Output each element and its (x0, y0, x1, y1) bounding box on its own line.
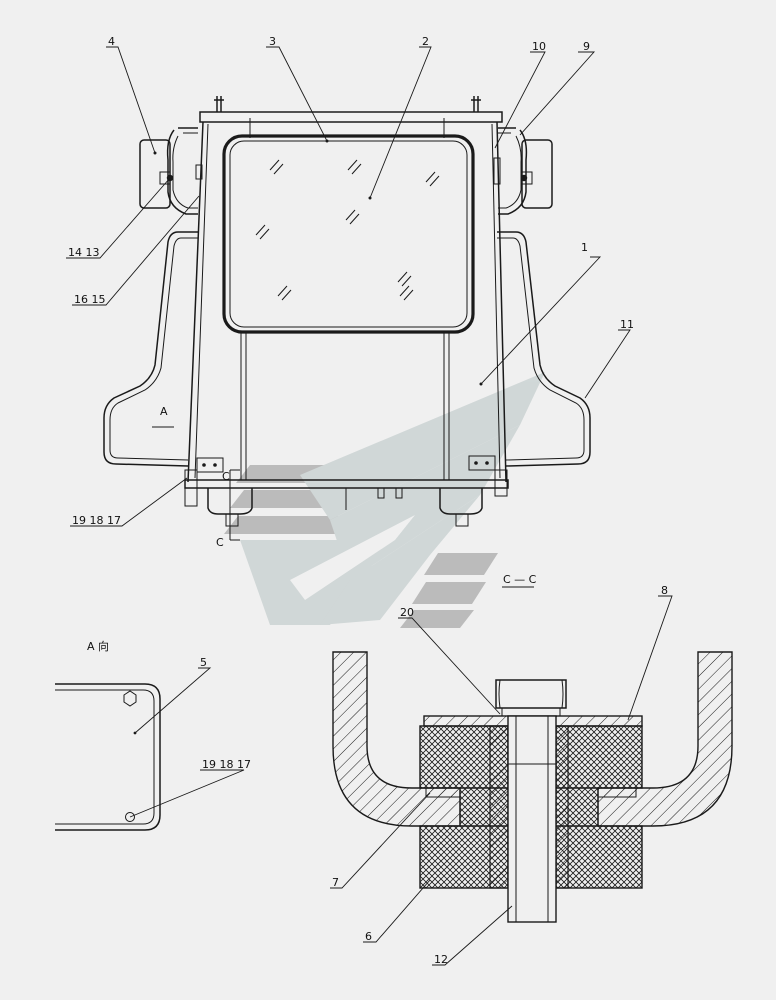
callout-5: 5 (200, 656, 207, 669)
mirrors (139, 127, 553, 215)
cab-front-view (184, 96, 509, 541)
view-a-title: A 向 (87, 639, 109, 653)
main-leaders (66, 46, 631, 527)
callout-labels: 1 2 3 4 5 6 7 8 9 10 11 12 20 14 13 16 1… (68, 35, 668, 966)
section-c-bottom-label: C (216, 536, 224, 549)
callout-10: 10 (532, 40, 546, 53)
view-a-arrow-label: A (160, 405, 168, 418)
callout-3: 3 (269, 35, 276, 48)
handrails (103, 231, 591, 467)
callout-2: 2 (422, 35, 429, 48)
view-labels: A C C A 向 C — C (87, 405, 537, 653)
callout-16-15: 16 15 (74, 293, 106, 306)
callout-9: 9 (583, 40, 590, 53)
section-c-top-label: C (222, 470, 230, 483)
section-cc (330, 586, 733, 966)
callout-7: 7 (332, 876, 339, 889)
callout-4: 4 (108, 35, 115, 48)
section-cc-title: C — C (503, 573, 537, 586)
watermark-logo (224, 372, 545, 628)
callout-6: 6 (365, 930, 372, 943)
callout-20: 20 (400, 606, 414, 619)
callout-11: 11 (620, 318, 634, 331)
callout-19-18-17-main: 19 18 17 (72, 514, 121, 527)
callout-1: 1 (581, 241, 588, 254)
callout-12: 12 (434, 953, 448, 966)
callout-19-18-17-detail: 19 18 17 (202, 758, 251, 771)
callout-14-13: 14 13 (68, 246, 100, 259)
callout-8: 8 (661, 584, 668, 597)
view-a-detail (55, 667, 245, 831)
